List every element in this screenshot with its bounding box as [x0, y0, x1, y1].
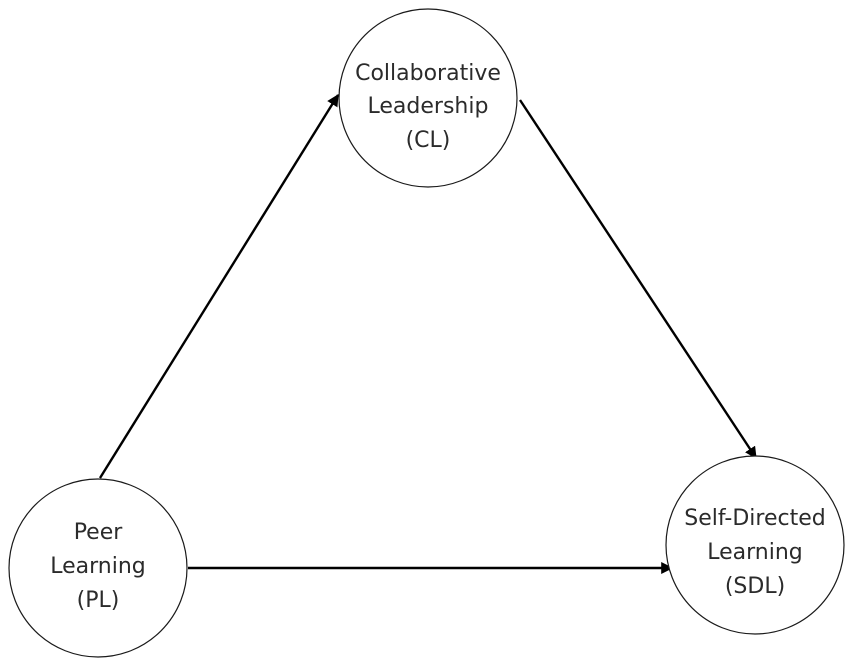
node-pl-label-line1: Peer [74, 520, 124, 545]
node-sdl-label-line2: Learning [707, 540, 803, 565]
edge-cl-to-sdl [518, 99, 758, 460]
node-cl-label-line1: Collaborative [355, 61, 501, 86]
node-pl-circle [8, 478, 188, 658]
node-pl-label-line2: Learning [50, 554, 146, 579]
node-collaborative-leadership: Collaborative Leadership (CL) [338, 8, 518, 188]
node-cl-label-line2: Leadership [368, 94, 489, 119]
node-cl-circle [338, 8, 518, 188]
node-sdl-label-line3: (SDL) [725, 574, 785, 599]
node-cl-label-line3: (CL) [406, 128, 451, 153]
node-pl-label-line3: (PL) [77, 588, 120, 613]
edge-pl-to-cl [98, 93, 340, 479]
node-peer-learning: Peer Learning (PL) [8, 478, 188, 658]
node-self-directed-learning: Self-Directed Learning (SDL) [665, 455, 845, 635]
node-sdl-label-line1: Self-Directed [684, 506, 825, 531]
node-sdl-circle [665, 455, 845, 635]
